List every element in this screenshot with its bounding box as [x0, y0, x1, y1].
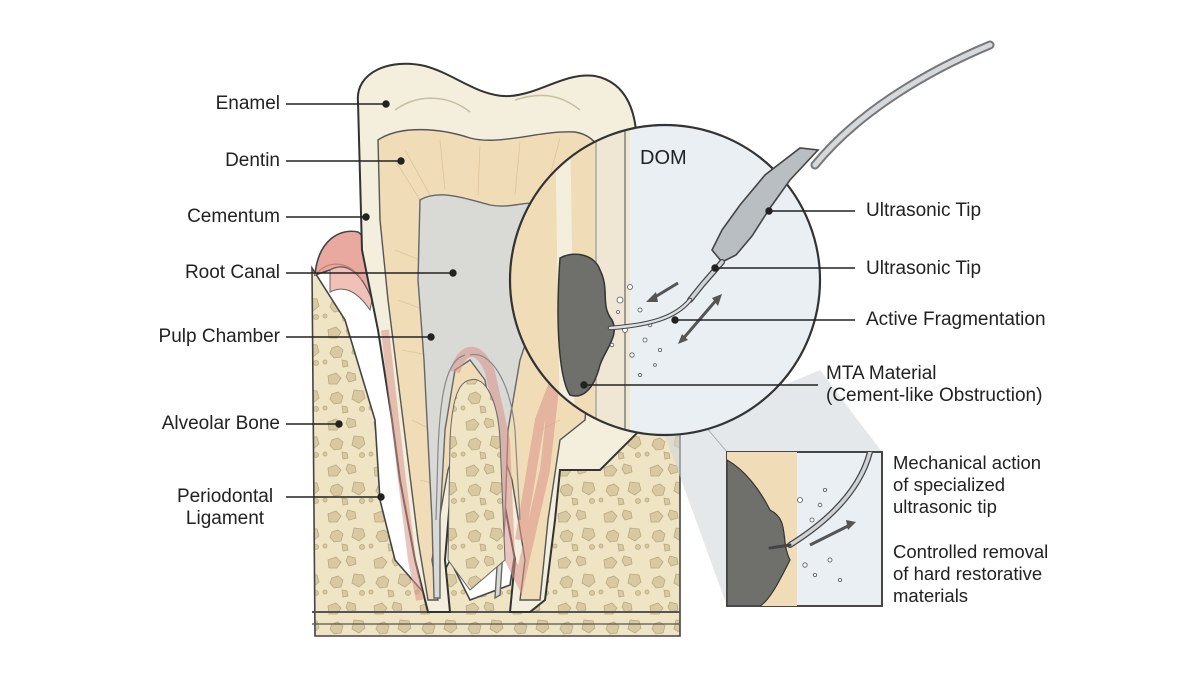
- inset-caption-mechanical: Mechanical action of specialized ultraso…: [893, 452, 1041, 518]
- label-mta-line1: MTA Material: [826, 363, 937, 384]
- label-dentin: Dentin: [225, 150, 280, 171]
- inset-caption-mechanical-line2: of specialized: [893, 474, 1006, 495]
- label-periodontal-line2: Ligament: [185, 508, 265, 529]
- label-alveolar-bone: Alveolar Bone: [161, 413, 280, 434]
- leader-lines: [286, 100, 855, 501]
- label-active-fragmentation: Active Fragmentation: [866, 309, 1046, 330]
- label-dom: DOM: [640, 147, 687, 169]
- label-ultrasonic-tip-1: Ultrasonic Tip: [866, 200, 982, 221]
- label-enamel: Enamel: [215, 93, 280, 114]
- label-root-canal: Root Canal: [184, 262, 280, 283]
- detail-inset: [726, 451, 883, 607]
- label-periodontal-line1: Periodontal: [176, 486, 274, 507]
- alveolar-bone-block: [311, 265, 681, 637]
- inset-caption-removal-line3: materials: [893, 585, 969, 606]
- inset-caption-removal-line1: Controlled removal: [893, 541, 1049, 562]
- label-cementum: Cementum: [187, 206, 280, 227]
- inset-caption-mechanical-line3: ultrasonic tip: [893, 496, 997, 517]
- label-ultrasonic-tip-2: Ultrasonic Tip: [866, 258, 982, 279]
- ultrasonic-instrument: [607, 40, 995, 344]
- label-pulp-chamber: Pulp Chamber: [158, 326, 280, 347]
- inset-caption-removal-line2: of hard restorative: [893, 563, 1043, 584]
- inset-caption-mechanical-line1: Mechanical action: [893, 452, 1042, 473]
- label-mta-material: MTA Material (Cement-like Obstruction): [826, 363, 1042, 407]
- label-mta-line2: (Cement-like Obstruction): [826, 385, 1043, 406]
- label-periodontal-ligament: Periodontal Ligament: [170, 486, 280, 530]
- inset-caption-removal: Controlled removal of hard restorative m…: [893, 541, 1048, 607]
